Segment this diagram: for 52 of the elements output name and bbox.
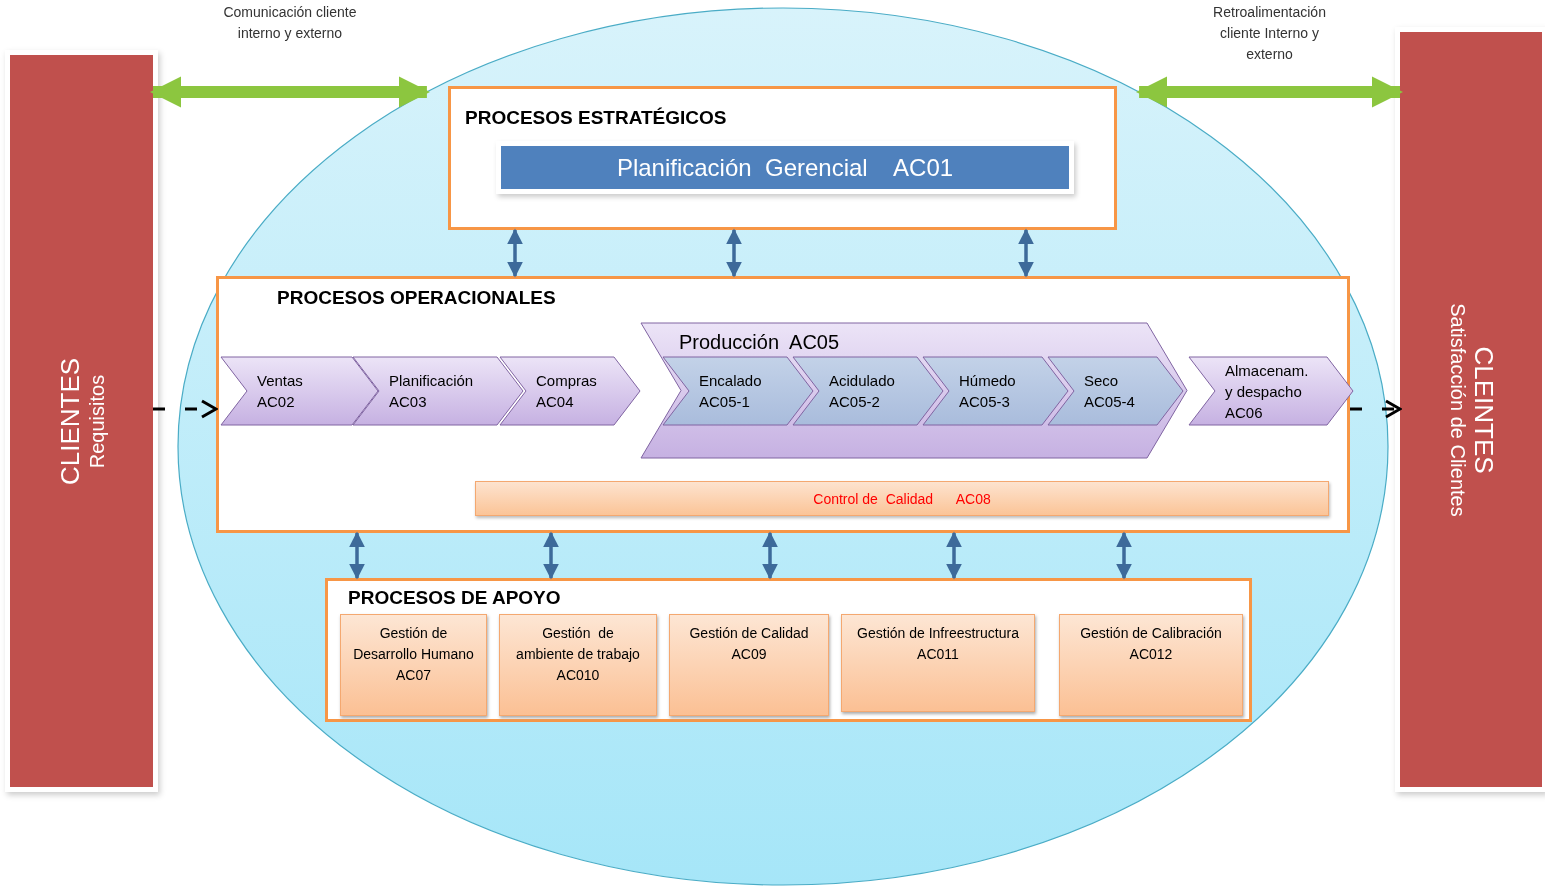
- section-heading: PROCESOS OPERACIONALES: [277, 287, 556, 309]
- bar-subtitle: Satisfacción de Clientes: [1444, 302, 1468, 517]
- process-group-box: [325, 578, 1252, 722]
- double-arrow: [946, 531, 962, 580]
- dashed-arrow: [1350, 399, 1402, 419]
- process-label: Control de Calidad AC08: [813, 490, 991, 507]
- process-step: [663, 357, 813, 425]
- process-label: Compras AC04: [536, 371, 598, 412]
- process-label: Ventas AC02: [257, 371, 304, 412]
- process-label: Seco AC05-4: [1084, 371, 1136, 412]
- double-arrow: [349, 531, 365, 580]
- double-arrow: [543, 531, 559, 580]
- double-arrow: [1135, 76, 1404, 108]
- double-arrow: [1018, 228, 1034, 278]
- double-arrow: [726, 228, 742, 278]
- double-arrow: [149, 76, 431, 108]
- support-process-box: [1059, 614, 1243, 716]
- process-step: [1189, 357, 1353, 425]
- process-label: Gestión de Infreestructura AC011: [856, 624, 1020, 664]
- process-label: Acidulado AC05-2: [829, 371, 896, 412]
- bar-title: CLIENTES: [55, 357, 85, 485]
- process-label: Encalado AC05-1: [699, 371, 763, 412]
- double-arrow: [762, 531, 778, 580]
- ellipse-background: [178, 8, 1388, 885]
- process-step: [1048, 357, 1183, 425]
- support-process-box: [841, 614, 1035, 712]
- process-label: Almacenam. y despacho AC06: [1225, 360, 1310, 423]
- process-label: Gestión de ambiente de trabajo AC010: [515, 624, 641, 685]
- support-process-box: [340, 614, 487, 716]
- process-step: [500, 357, 640, 425]
- process-step: [923, 357, 1068, 425]
- quality-control-bar: [475, 481, 1329, 516]
- process-step: [353, 357, 523, 425]
- section-heading: PROCESOS ESTRATÉGICOS: [465, 107, 727, 129]
- double-arrow: [1116, 531, 1132, 580]
- bar-title: CLEINTES: [1467, 345, 1498, 474]
- process-label: Húmedo AC05-3: [959, 371, 1017, 412]
- process-group-box: [448, 86, 1117, 230]
- bar-subtitle: Requisitos: [84, 374, 108, 468]
- support-process-box: [669, 614, 829, 716]
- process-label: Planificación AC03: [389, 371, 475, 412]
- process-step: [221, 357, 378, 425]
- section-heading: PROCESOS DE APOYO: [348, 587, 561, 609]
- process-label: Producción AC05: [679, 331, 840, 354]
- process-step: [793, 357, 943, 425]
- process-label: Planificación Gerencial AC01: [616, 153, 954, 182]
- process-label: Gestión de Calibración AC012: [1079, 624, 1223, 664]
- support-process-box: [499, 614, 657, 716]
- double-arrow: [507, 228, 523, 278]
- dashed-arrow: [153, 399, 218, 419]
- process-label: Gestión de Calidad AC09: [688, 624, 810, 664]
- process-label: Gestión de Desarrollo Humano AC07: [353, 624, 474, 685]
